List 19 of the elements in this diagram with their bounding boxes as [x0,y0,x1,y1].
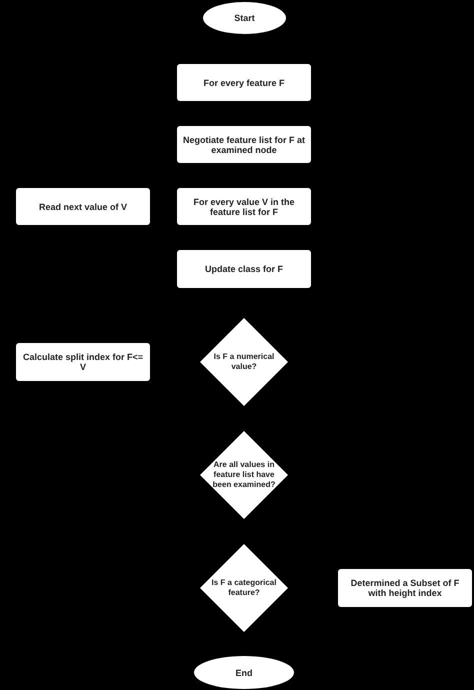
node-text: Negotiate feature list for F at examined node [182,134,306,154]
process-box [338,569,472,607]
node-text: Calculate split index for F<= V [22,352,144,372]
process-box [177,126,311,163]
node-text: Update class for F [204,264,284,274]
process-box [177,188,311,225]
process-box [177,64,311,101]
node-text: For every value V in the feature list for F [192,196,296,216]
node-text: Determined a Subset of F with height index [350,578,460,598]
node-text: For every feature F [203,78,285,88]
decision-text: Are all values in feature list have been examined? [212,460,276,490]
process-box [16,343,150,381]
process-box [16,188,150,225]
node-text: Read next value of V [38,202,128,212]
process-box [177,250,311,288]
node-text: End [236,668,252,678]
decision-text: Is F a categorical feature? [210,578,278,598]
decision-text: Is F a numerical value? [212,352,276,372]
node-text: Start [234,13,255,23]
